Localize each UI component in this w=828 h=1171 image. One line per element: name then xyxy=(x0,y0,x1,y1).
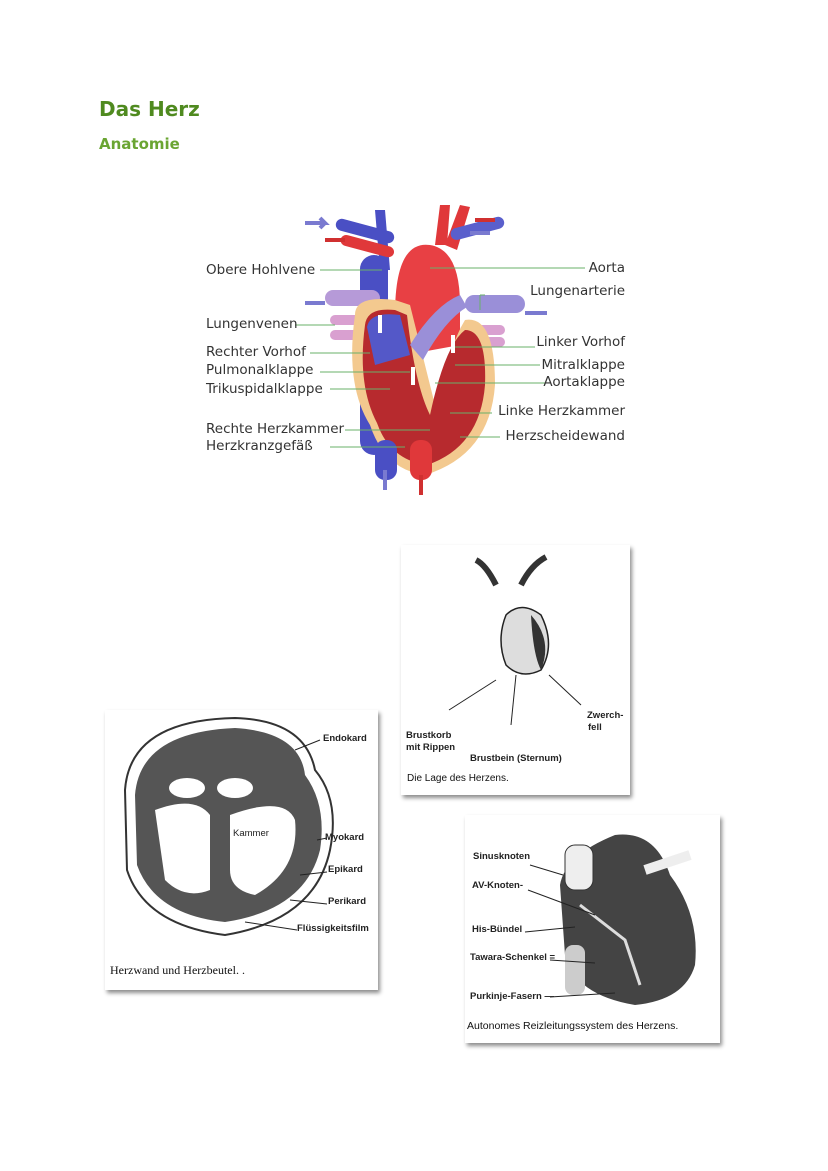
figure-caption: Herzwand und Herzbeutel. . xyxy=(110,963,245,977)
figure-caption: Autonomes Reizleitungssystem des Herzens… xyxy=(467,1020,679,1032)
heart-position-sketch xyxy=(448,554,582,726)
label-linker-vorhof: Linker Vorhof xyxy=(536,334,625,350)
label-av-knoten: AV-Knoten- xyxy=(472,880,524,891)
conduction-system-figure: Sinusknoten AV-Knoten- His-Bündel Tawara… xyxy=(465,815,720,1043)
label-fluessigkeitsfilm: Flüssigkeitsfilm xyxy=(297,923,369,934)
label-kammer-left: Kammer xyxy=(160,828,196,839)
heart-position-figure: Brustkorb mit Rippen Brustbein (Sternum)… xyxy=(401,545,630,795)
label-epikard: Epikard xyxy=(328,864,363,875)
label-his-buendel: His-Bündel xyxy=(472,924,523,935)
label-endokard: Endokard xyxy=(323,733,367,744)
label-lungenarterie: Lungenarterie xyxy=(530,283,625,299)
label-zwerchfell-1: Zwerch- xyxy=(587,710,624,721)
label-mit-rippen: mit Rippen xyxy=(406,742,456,753)
label-zwerchfell-2: fell xyxy=(588,722,602,733)
label-herzscheidewand: Herzscheidewand xyxy=(505,428,625,444)
label-linke-herzkammer: Linke Herzkammer xyxy=(498,403,625,419)
label-kammer-right: Kammer xyxy=(233,828,269,839)
label-brustbein: Brustbein (Sternum) xyxy=(470,753,562,764)
label-tawara-schenkel: Tawara-Schenkel = xyxy=(470,952,556,963)
label-mitralklappe: Mitralklappe xyxy=(541,357,625,373)
label-perikard: Perikard xyxy=(328,896,367,907)
label-rechte-herzkammer: Rechte Herzkammer xyxy=(206,421,345,437)
label-pulmonalklappe: Pulmonalklappe xyxy=(206,362,314,378)
label-lungenvenen: Lungenvenen xyxy=(206,316,298,332)
label-rechter-vorhof: Rechter Vorhof xyxy=(206,344,306,360)
page-title: Das Herz xyxy=(99,97,200,121)
figure-caption: Die Lage des Herzens. xyxy=(407,773,509,784)
label-aortaklappe: Aortaklappe xyxy=(543,374,625,390)
label-sinusknoten: Sinusknoten xyxy=(473,851,531,862)
label-herzkranzgefaess: Herzkranzgefäß xyxy=(206,438,313,454)
heart-wall-figure: Kammer Kammer Endokard Myokard Epikard P… xyxy=(105,710,378,990)
heart-illustration xyxy=(295,205,585,495)
label-myokard: Myokard xyxy=(325,832,365,843)
label-brustkorb: Brustkorb xyxy=(406,730,452,741)
section-heading: Anatomie xyxy=(99,135,180,153)
label-aorta: Aorta xyxy=(588,260,625,276)
conduction-sketch xyxy=(524,834,696,1005)
label-purkinje-fasern: Purkinje-Fasern — xyxy=(470,991,554,1002)
label-obere-hohlvene: Obere Hohlvene xyxy=(206,262,316,278)
heart-wall-sketch xyxy=(123,716,334,937)
label-trikuspidalklappe: Trikuspidalklappe xyxy=(206,381,323,397)
